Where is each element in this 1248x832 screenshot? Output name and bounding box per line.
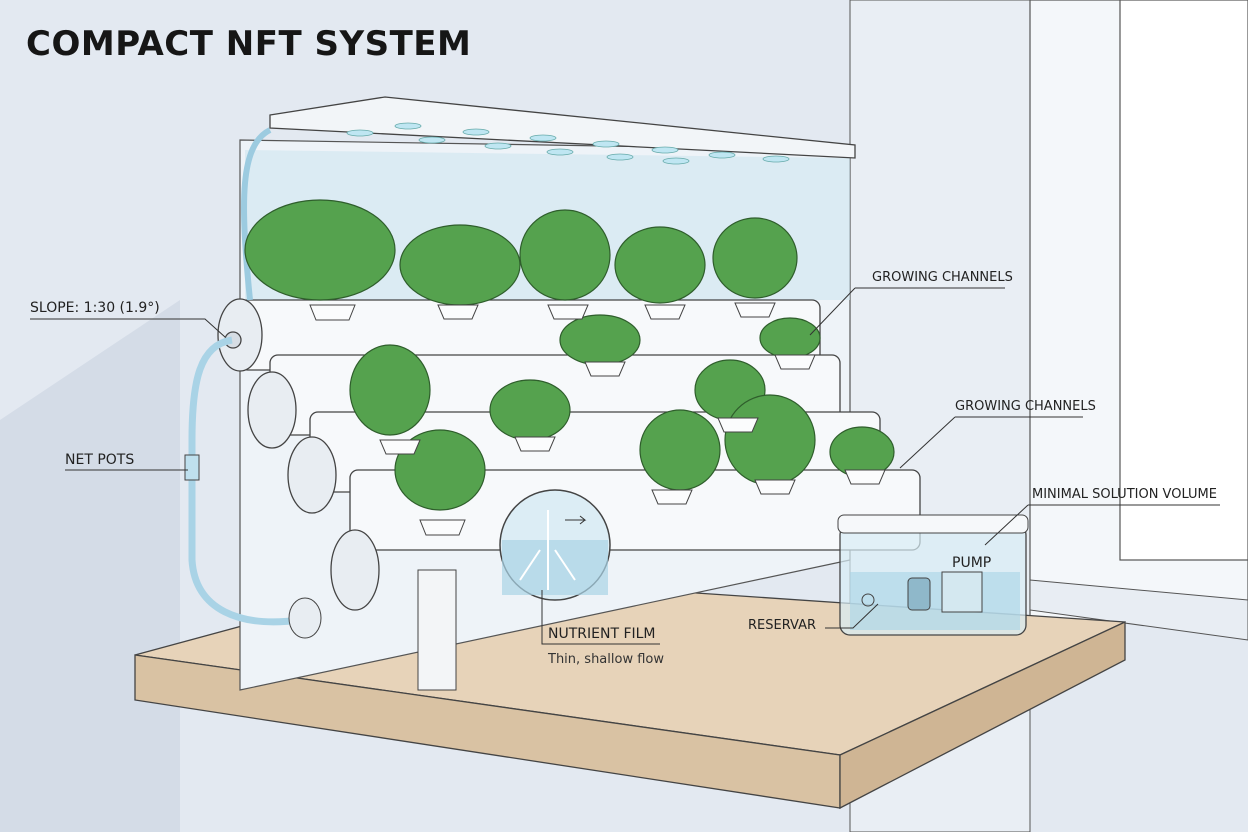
label-pump: PUMP: [952, 555, 992, 571]
top-tube: [241, 127, 272, 301]
basil-plant: [489, 379, 571, 441]
window-sill: [1029, 579, 1248, 641]
pump-body: [907, 577, 931, 611]
label-net-pots: NET POTS: [65, 452, 135, 468]
flow-arrow-icon: [565, 515, 587, 525]
drain-fitting: [288, 597, 322, 639]
basil-plant: [519, 209, 611, 301]
tube-connector: [184, 454, 200, 481]
label-slope: SLOPE: 1:30 (1.9°): [30, 300, 160, 316]
nutrient-film-water: [502, 540, 608, 595]
basil-plant: [559, 314, 641, 366]
pump-intake: [861, 593, 875, 607]
leader-lines: [30, 287, 1220, 645]
label-minimal-solution-volume: MINIMAL SOLUTION VOLUME: [1032, 487, 1217, 502]
support-leg: [417, 569, 457, 691]
channel-4-end-cap: [330, 529, 380, 611]
supply-tube: [188, 336, 301, 626]
label-nutrient-film-subtitle: Thin, shallow flow: [548, 652, 664, 667]
reservoir-lid: [837, 514, 1029, 534]
channel-3-end-cap: [287, 436, 337, 514]
roots: [519, 510, 576, 590]
spinach-plant: [724, 394, 816, 486]
led-grow-light: [269, 96, 856, 159]
page-title: COMPACT NFT SYSTEM: [26, 24, 472, 64]
label-nutrient-film: NUTRIENT FILM: [548, 626, 656, 642]
lettuce-plant: [399, 224, 521, 306]
basil-plant: [639, 409, 721, 491]
label-growing-channels-2: GROWING CHANNELS: [955, 399, 1096, 414]
channel-2-end-cap: [247, 371, 297, 449]
window-glass: [1119, 0, 1248, 561]
net-pots: [309, 302, 886, 536]
led-lights: [346, 122, 790, 165]
pump-housing: [941, 571, 983, 613]
label-reservoir: RESERVAR: [748, 618, 817, 633]
label-growing-channels-1: GROWING CHANNELS: [872, 270, 1013, 285]
spinach-plant: [759, 317, 821, 359]
basil-plant: [394, 429, 486, 511]
reservoir-water: [850, 572, 1020, 630]
spinach-plant: [712, 217, 798, 299]
lettuce-plant: [614, 226, 706, 304]
basil-plant: [349, 344, 431, 436]
lettuce-plant: [244, 199, 396, 301]
plants: [244, 199, 895, 511]
wooden-shelf-side: [839, 620, 1126, 810]
